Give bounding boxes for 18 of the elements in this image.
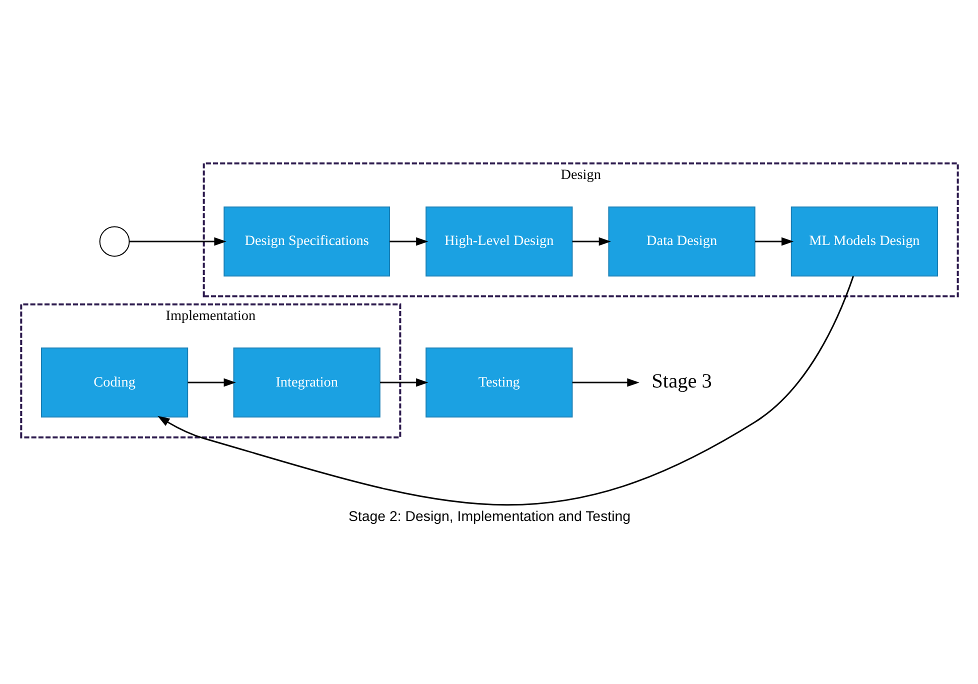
node-box: Testing [425,348,572,418]
arrow [754,237,794,246]
node-box: Integration [232,348,380,418]
node-text: Stage 3 [651,370,712,393]
arrow [157,276,854,506]
node-box: Design Specifications [223,206,390,276]
arrow [389,237,428,246]
node-box: High-Level Design [425,206,572,276]
node-circle [98,226,130,257]
arrow [572,378,639,387]
arrow [129,237,226,246]
arrow [187,378,236,387]
arrow [380,378,428,387]
node-box: Coding [40,348,188,418]
node-box: Data Design [608,206,755,276]
arrow [572,237,611,246]
caption: Stage 2: Design, Implementation and Testing [348,508,630,525]
node-box: ML Models Design [790,206,938,276]
